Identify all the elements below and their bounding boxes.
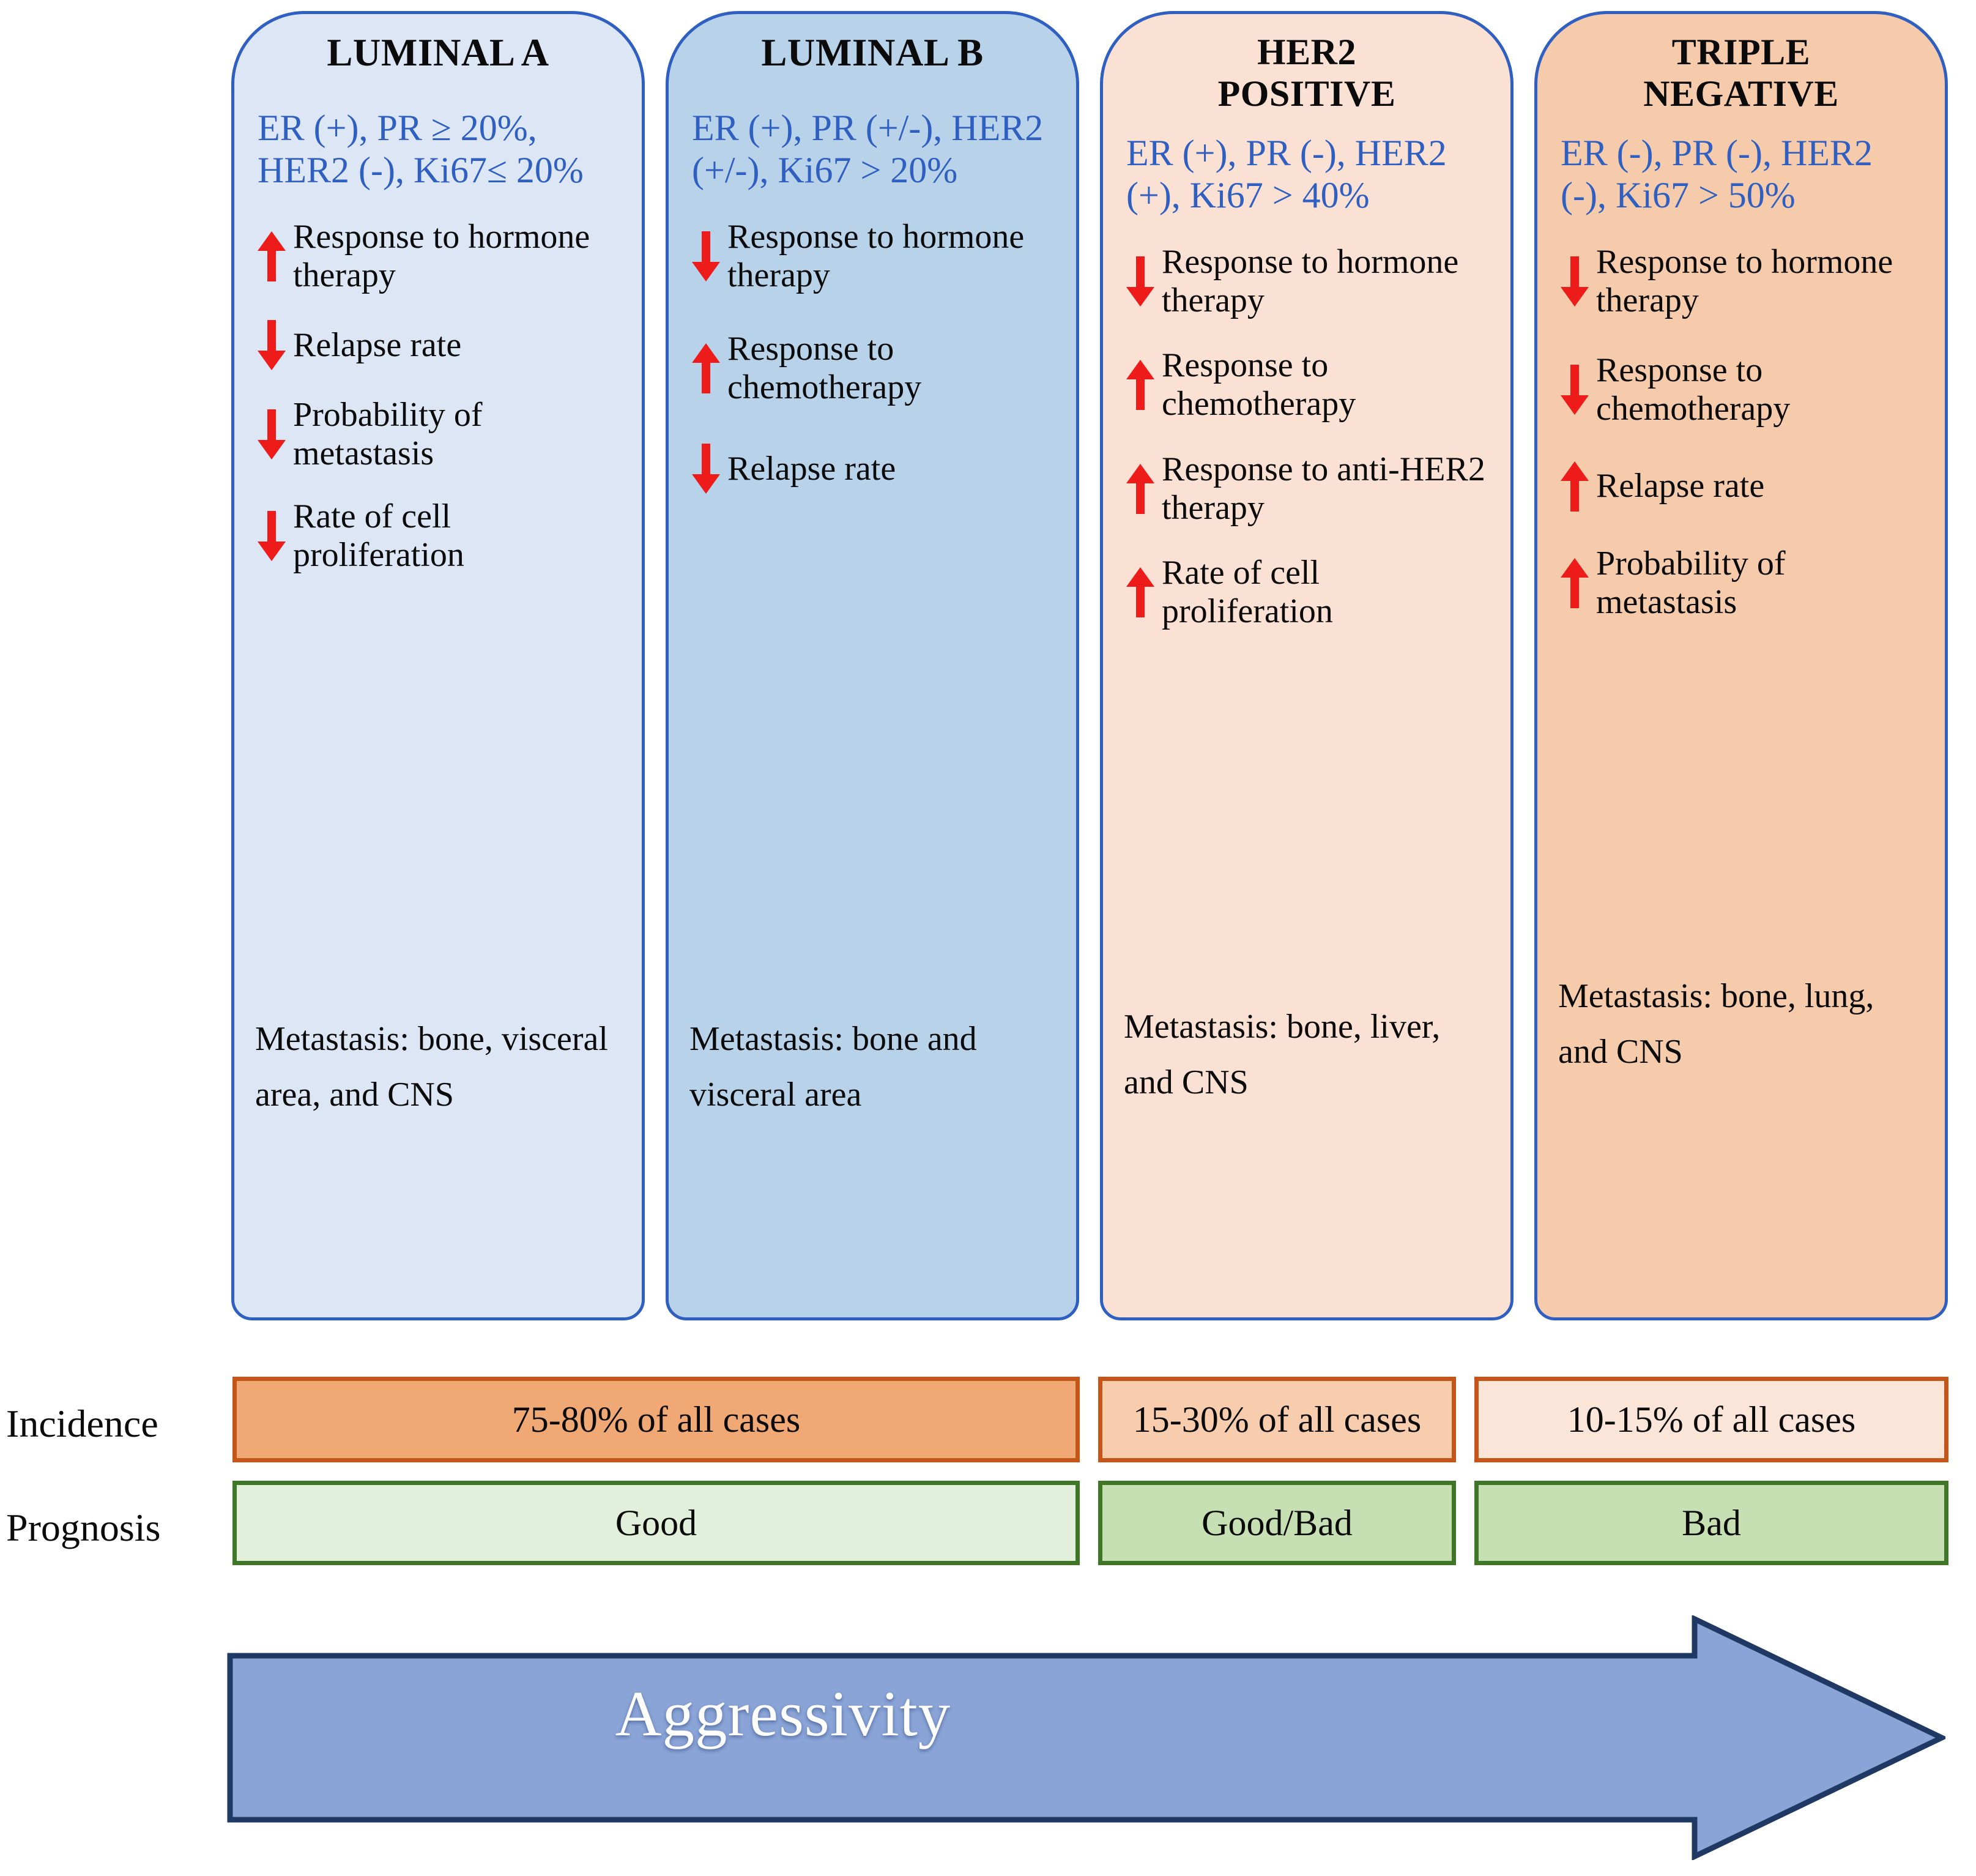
- arrow-up-icon: [1124, 359, 1157, 411]
- biomarker-profile: ER (+), PR (-), HER2 (+), Ki67 > 40%: [1126, 132, 1447, 216]
- biomarker-profile: ER (+), PR ≥ 20%, HER2 (-), Ki67≤ 20%: [258, 107, 584, 191]
- arrow-down-icon: [1124, 255, 1157, 308]
- arrow-down-icon: [689, 230, 722, 283]
- arrow-up-icon: [1558, 460, 1591, 513]
- feature-item: Relapse rate: [255, 319, 621, 371]
- card-title: HER2 POSITIVE: [1217, 32, 1396, 114]
- card-title: LUMINAL B: [761, 31, 984, 74]
- prognosis-cell: Bad: [1474, 1481, 1948, 1565]
- incidence-row-label: Incidence: [6, 1402, 158, 1445]
- incidence-cell: 10-15% of all cases: [1474, 1377, 1948, 1462]
- aggressivity-arrow: [226, 1615, 1945, 1860]
- feature-item: Response to hormone therapy: [1558, 243, 1924, 319]
- prognosis-cell: Good/Bad: [1098, 1481, 1456, 1565]
- feature-item: Response to chemotherapy: [1124, 346, 1490, 423]
- arrow-down-icon: [689, 442, 722, 495]
- feature-list: Response to hormone therapy Response to …: [1558, 243, 1924, 621]
- feature-label: Rate of cell proliferation: [1162, 554, 1333, 630]
- feature-item: Response to hormone therapy: [255, 218, 621, 294]
- feature-item: Rate of cell proliferation: [255, 497, 621, 574]
- subtype-card-her2-positive[interactable]: HER2 POSITIVE ER (+), PR (-), HER2 (+), …: [1100, 11, 1514, 1320]
- feature-item: Response to chemotherapy: [689, 330, 1055, 406]
- subtype-card-luminal-a[interactable]: LUMINAL A ER (+), PR ≥ 20%, HER2 (-), Ki…: [231, 11, 645, 1320]
- feature-label: Response to chemotherapy: [1162, 346, 1356, 423]
- feature-label: Probability of metastasis: [293, 396, 483, 473]
- metastasis-sites: Metastasis: bone, lung, and CNS: [1558, 977, 1874, 1071]
- feature-item: Response to anti-HER2 therapy: [1124, 450, 1490, 527]
- feature-list: Response to hormone therapy Response to …: [689, 218, 1055, 495]
- arrow-up-icon: [1124, 463, 1157, 515]
- feature-label: Response to hormone therapy: [1162, 242, 1459, 319]
- subtype-card-triple-negative[interactable]: TRIPLE NEGATIVE ER (-), PR (-), HER2 (-)…: [1534, 11, 1948, 1320]
- feature-label: Probability of metastasis: [1596, 544, 1786, 621]
- arrow-up-icon: [255, 230, 288, 283]
- arrow-down-icon: [255, 510, 288, 562]
- feature-label: Response to hormone therapy: [1596, 242, 1893, 319]
- feature-item: Relapse rate: [689, 442, 1055, 495]
- feature-label: Response to anti-HER2 therapy: [1162, 450, 1485, 527]
- arrow-down-icon: [255, 319, 288, 371]
- subtype-cards-container: LUMINAL A ER (+), PR ≥ 20%, HER2 (-), Ki…: [231, 11, 1948, 1320]
- feature-list: Response to hormone therapy Response to …: [1124, 243, 1490, 631]
- card-title: LUMINAL A: [327, 31, 549, 74]
- feature-item: Probability of metastasis: [1558, 545, 1924, 621]
- metastasis-sites: Metastasis: bone and visceral area: [689, 1020, 977, 1114]
- prognosis-row-label: Prognosis: [6, 1506, 161, 1549]
- feature-label: Response to chemotherapy: [727, 330, 922, 407]
- feature-label: Response to hormone therapy: [293, 218, 590, 294]
- feature-list: Response to hormone therapy Relapse rate…: [255, 218, 621, 574]
- feature-item: Relapse rate: [1558, 460, 1924, 513]
- feature-label: Relapse rate: [293, 326, 462, 365]
- arrow-up-icon: [1558, 557, 1591, 609]
- arrow-down-icon: [1558, 363, 1591, 416]
- feature-item: Rate of cell proliferation: [1124, 554, 1490, 630]
- prognosis-cell: Good: [232, 1481, 1080, 1565]
- feature-label: Response to chemotherapy: [1596, 351, 1791, 428]
- feature-item: Response to hormone therapy: [1124, 243, 1490, 319]
- metastasis-sites: Metastasis: bone, visceral area, and CNS: [255, 1020, 608, 1114]
- feature-label: Response to hormone therapy: [727, 218, 1025, 294]
- arrow-down-icon: [255, 408, 288, 461]
- incidence-cell: 75-80% of all cases: [232, 1377, 1080, 1462]
- arrow-up-icon: [689, 342, 722, 395]
- feature-label: Relapse rate: [727, 449, 896, 488]
- feature-label: Relapse rate: [1596, 467, 1765, 505]
- feature-item: Probability of metastasis: [255, 396, 621, 472]
- subtype-card-luminal-b[interactable]: LUMINAL B ER (+), PR (+/-), HER2 (+/-), …: [666, 11, 1079, 1320]
- card-title: TRIPLE NEGATIVE: [1643, 32, 1839, 114]
- incidence-cell: 15-30% of all cases: [1098, 1377, 1456, 1462]
- biomarker-profile: ER (+), PR (+/-), HER2 (+/-), Ki67 > 20%: [692, 107, 1044, 191]
- arrow-down-icon: [1558, 255, 1591, 308]
- feature-item: Response to chemotherapy: [1558, 351, 1924, 428]
- arrow-up-icon: [1124, 566, 1157, 619]
- feature-label: Rate of cell proliferation: [293, 497, 464, 574]
- feature-item: Response to hormone therapy: [689, 218, 1055, 294]
- biomarker-profile: ER (-), PR (-), HER2 (-), Ki67 > 50%: [1561, 132, 1873, 216]
- metastasis-sites: Metastasis: bone, liver, and CNS: [1124, 1008, 1441, 1101]
